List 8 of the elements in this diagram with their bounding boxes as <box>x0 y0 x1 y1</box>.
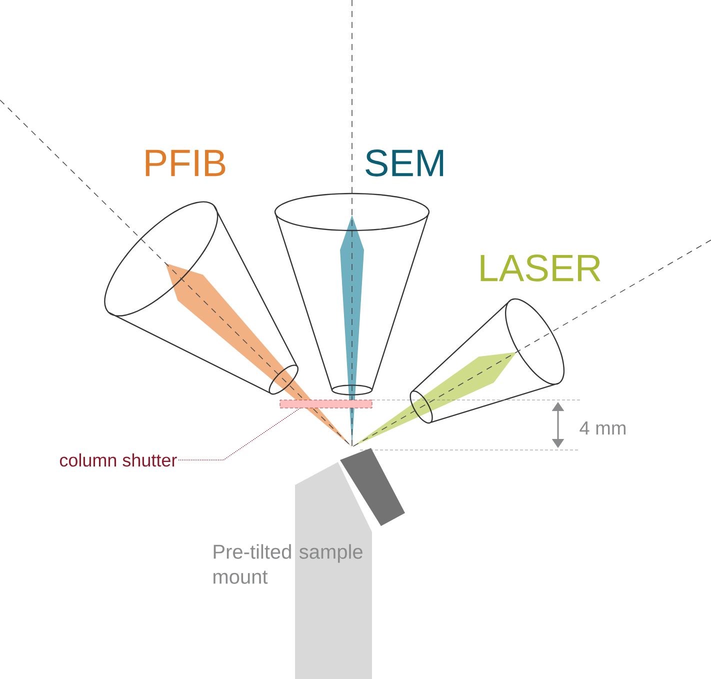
leader-line <box>178 408 300 460</box>
mount-label: Pre-tilted sample mount <box>214 544 362 584</box>
shutter-bar <box>280 400 372 408</box>
dimension-label: 4 mm <box>580 421 626 435</box>
column-label: LASER <box>480 254 601 282</box>
column-label: PFIB <box>146 150 226 176</box>
callout-text: column shutter <box>60 453 177 467</box>
column-label: SEM <box>366 150 444 176</box>
